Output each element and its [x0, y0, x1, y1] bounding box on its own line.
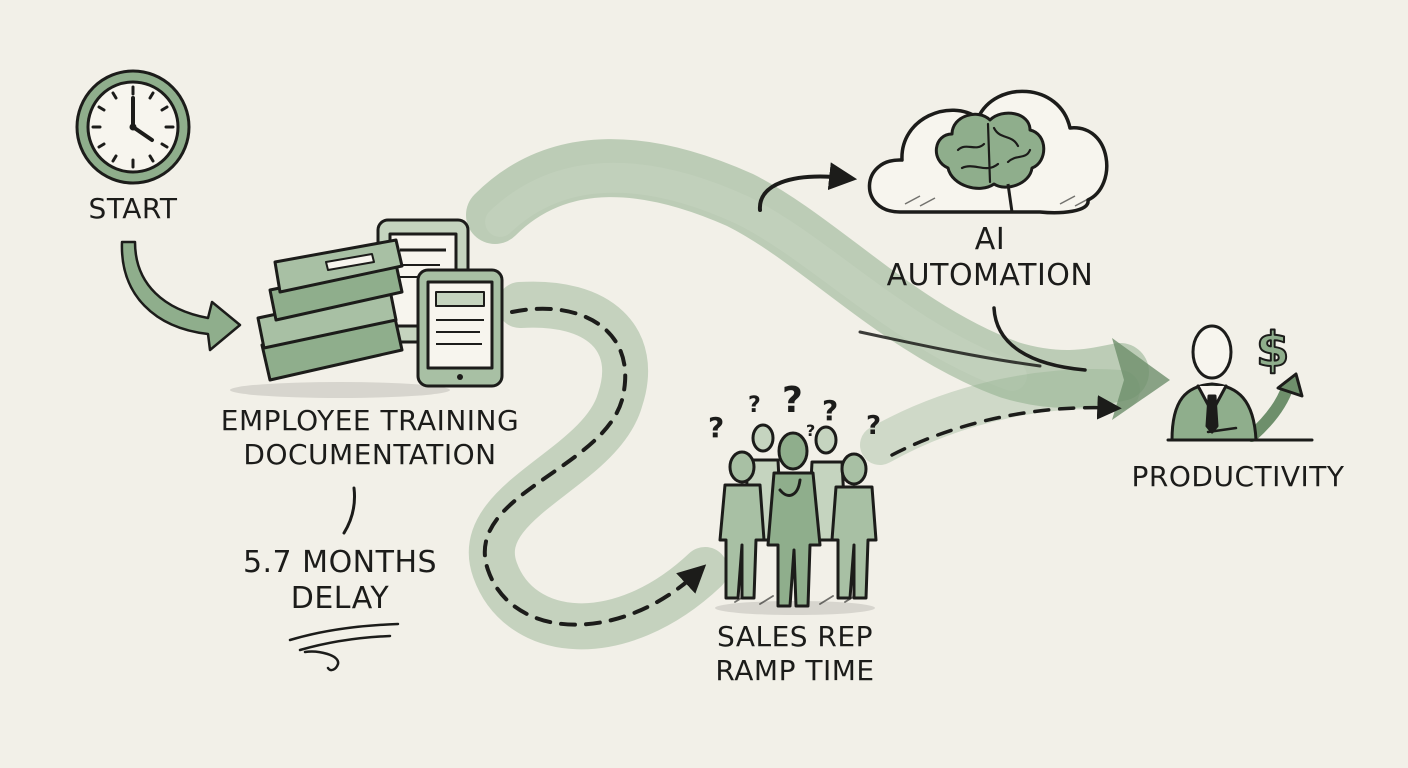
start-label: Start [88, 192, 178, 225]
sales-label-line1: Sales Rep [717, 620, 873, 653]
ai-label-line2: Automation [886, 258, 1094, 293]
svg-text:?: ? [806, 421, 815, 440]
svg-text:?: ? [866, 411, 881, 441]
training-label-line2: Documentation [243, 437, 497, 471]
start-to-books-arrow-fill [120, 240, 242, 352]
delay-label-line1: 5.7 Months [242, 545, 438, 580]
sales-label-line2: Ramp Time [715, 653, 875, 687]
lower-watercolor-path [469, 281, 728, 650]
delay-underline-scribble [288, 622, 400, 672]
question-marks: ? ? ? ? ? ? [708, 380, 881, 444]
ai-automation-label: AI Automation [887, 222, 1094, 294]
cloud-brain-icon [867, 89, 1109, 215]
training-to-delay-connector [342, 486, 356, 535]
svg-text:$: $ [1256, 322, 1289, 378]
svg-text:?: ? [708, 411, 724, 444]
businessman-dollar-icon: $ [1166, 321, 1314, 442]
sales-rep-label: Sales Rep Ramp Time [715, 620, 874, 687]
training-label-line1: Employee Training [220, 404, 520, 437]
upper-path-ink-line [858, 330, 1042, 368]
confused-people-icon [715, 423, 878, 615]
delay-label-line2: Delay [290, 581, 390, 616]
svg-text:?: ? [822, 394, 838, 427]
training-label: Employee Training Documentation [221, 404, 519, 471]
clock-icon [75, 69, 191, 185]
to-ai-arrow [757, 162, 858, 212]
sales-to-productivity-band [860, 369, 1140, 465]
svg-text:?: ? [748, 393, 761, 418]
ai-to-productivity-arrow [992, 306, 1087, 372]
delay-label: 5.7 Months Delay [243, 545, 437, 617]
sales-to-productivity-dashed-arrow [890, 395, 1122, 457]
ai-label-line1: AI [974, 222, 1006, 257]
svg-text:?: ? [782, 380, 803, 421]
books-tablets-icon [230, 218, 504, 398]
dashed-s-path [483, 306, 707, 627]
watercolor-arrowhead [1112, 338, 1170, 420]
productivity-label: Productivity [1131, 460, 1345, 493]
